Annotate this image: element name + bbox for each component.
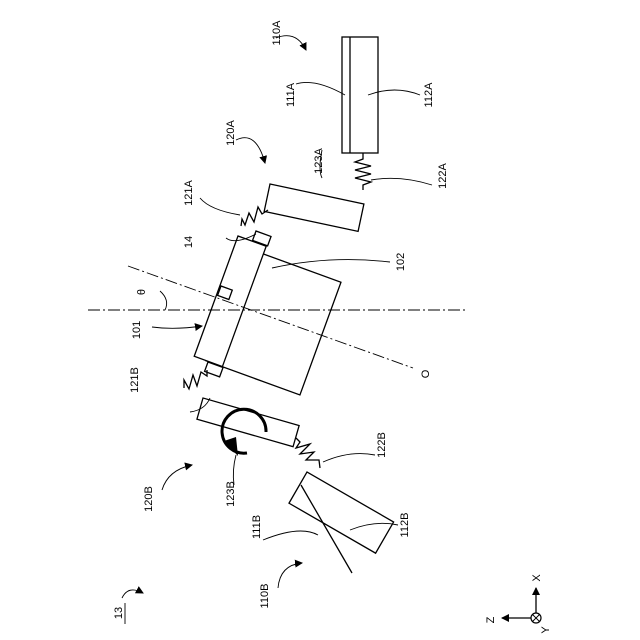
label-120A: 120A (225, 119, 237, 145)
pointer-120B (162, 465, 192, 490)
label-102: 102 (395, 253, 407, 271)
axis-label-x: X (531, 574, 543, 582)
label-123B: 123B (225, 481, 237, 507)
label-O: O (420, 369, 432, 378)
label-112A: 112A (423, 82, 435, 108)
label-110A: 110A (271, 20, 283, 46)
figure-number: 13 (113, 607, 125, 619)
label-111A: 111A (285, 82, 297, 107)
label-110B: 110B (259, 584, 271, 609)
part-112B (289, 472, 394, 553)
part-110B (289, 472, 394, 573)
part-111A (342, 37, 378, 153)
label-111B: 111B (251, 515, 263, 539)
label-14: 14 (183, 236, 195, 248)
axis-label-y: Y (540, 626, 552, 634)
label-112B: 112B (399, 513, 411, 538)
central-unit (194, 231, 341, 395)
part-123A (241, 184, 364, 231)
label-121B: 121B (129, 367, 141, 393)
label-theta: θ (136, 289, 148, 295)
pointer-110B (278, 563, 302, 588)
label-120B: 120B (143, 486, 155, 512)
label-123A: 123A (313, 147, 325, 173)
coordinate-axes (502, 588, 541, 623)
label-121A: 121A (183, 179, 195, 205)
label-122A: 122A (437, 162, 449, 188)
label-101: 101 (131, 321, 143, 339)
part-110A (342, 37, 378, 190)
part-123B (197, 398, 299, 447)
theta-arc (160, 291, 167, 310)
pointer-13 (122, 590, 143, 598)
pointer-101 (152, 326, 202, 328)
axis-label-z: Z (485, 616, 497, 623)
label-122B: 122B (376, 432, 388, 458)
pointer-120A (236, 138, 265, 163)
